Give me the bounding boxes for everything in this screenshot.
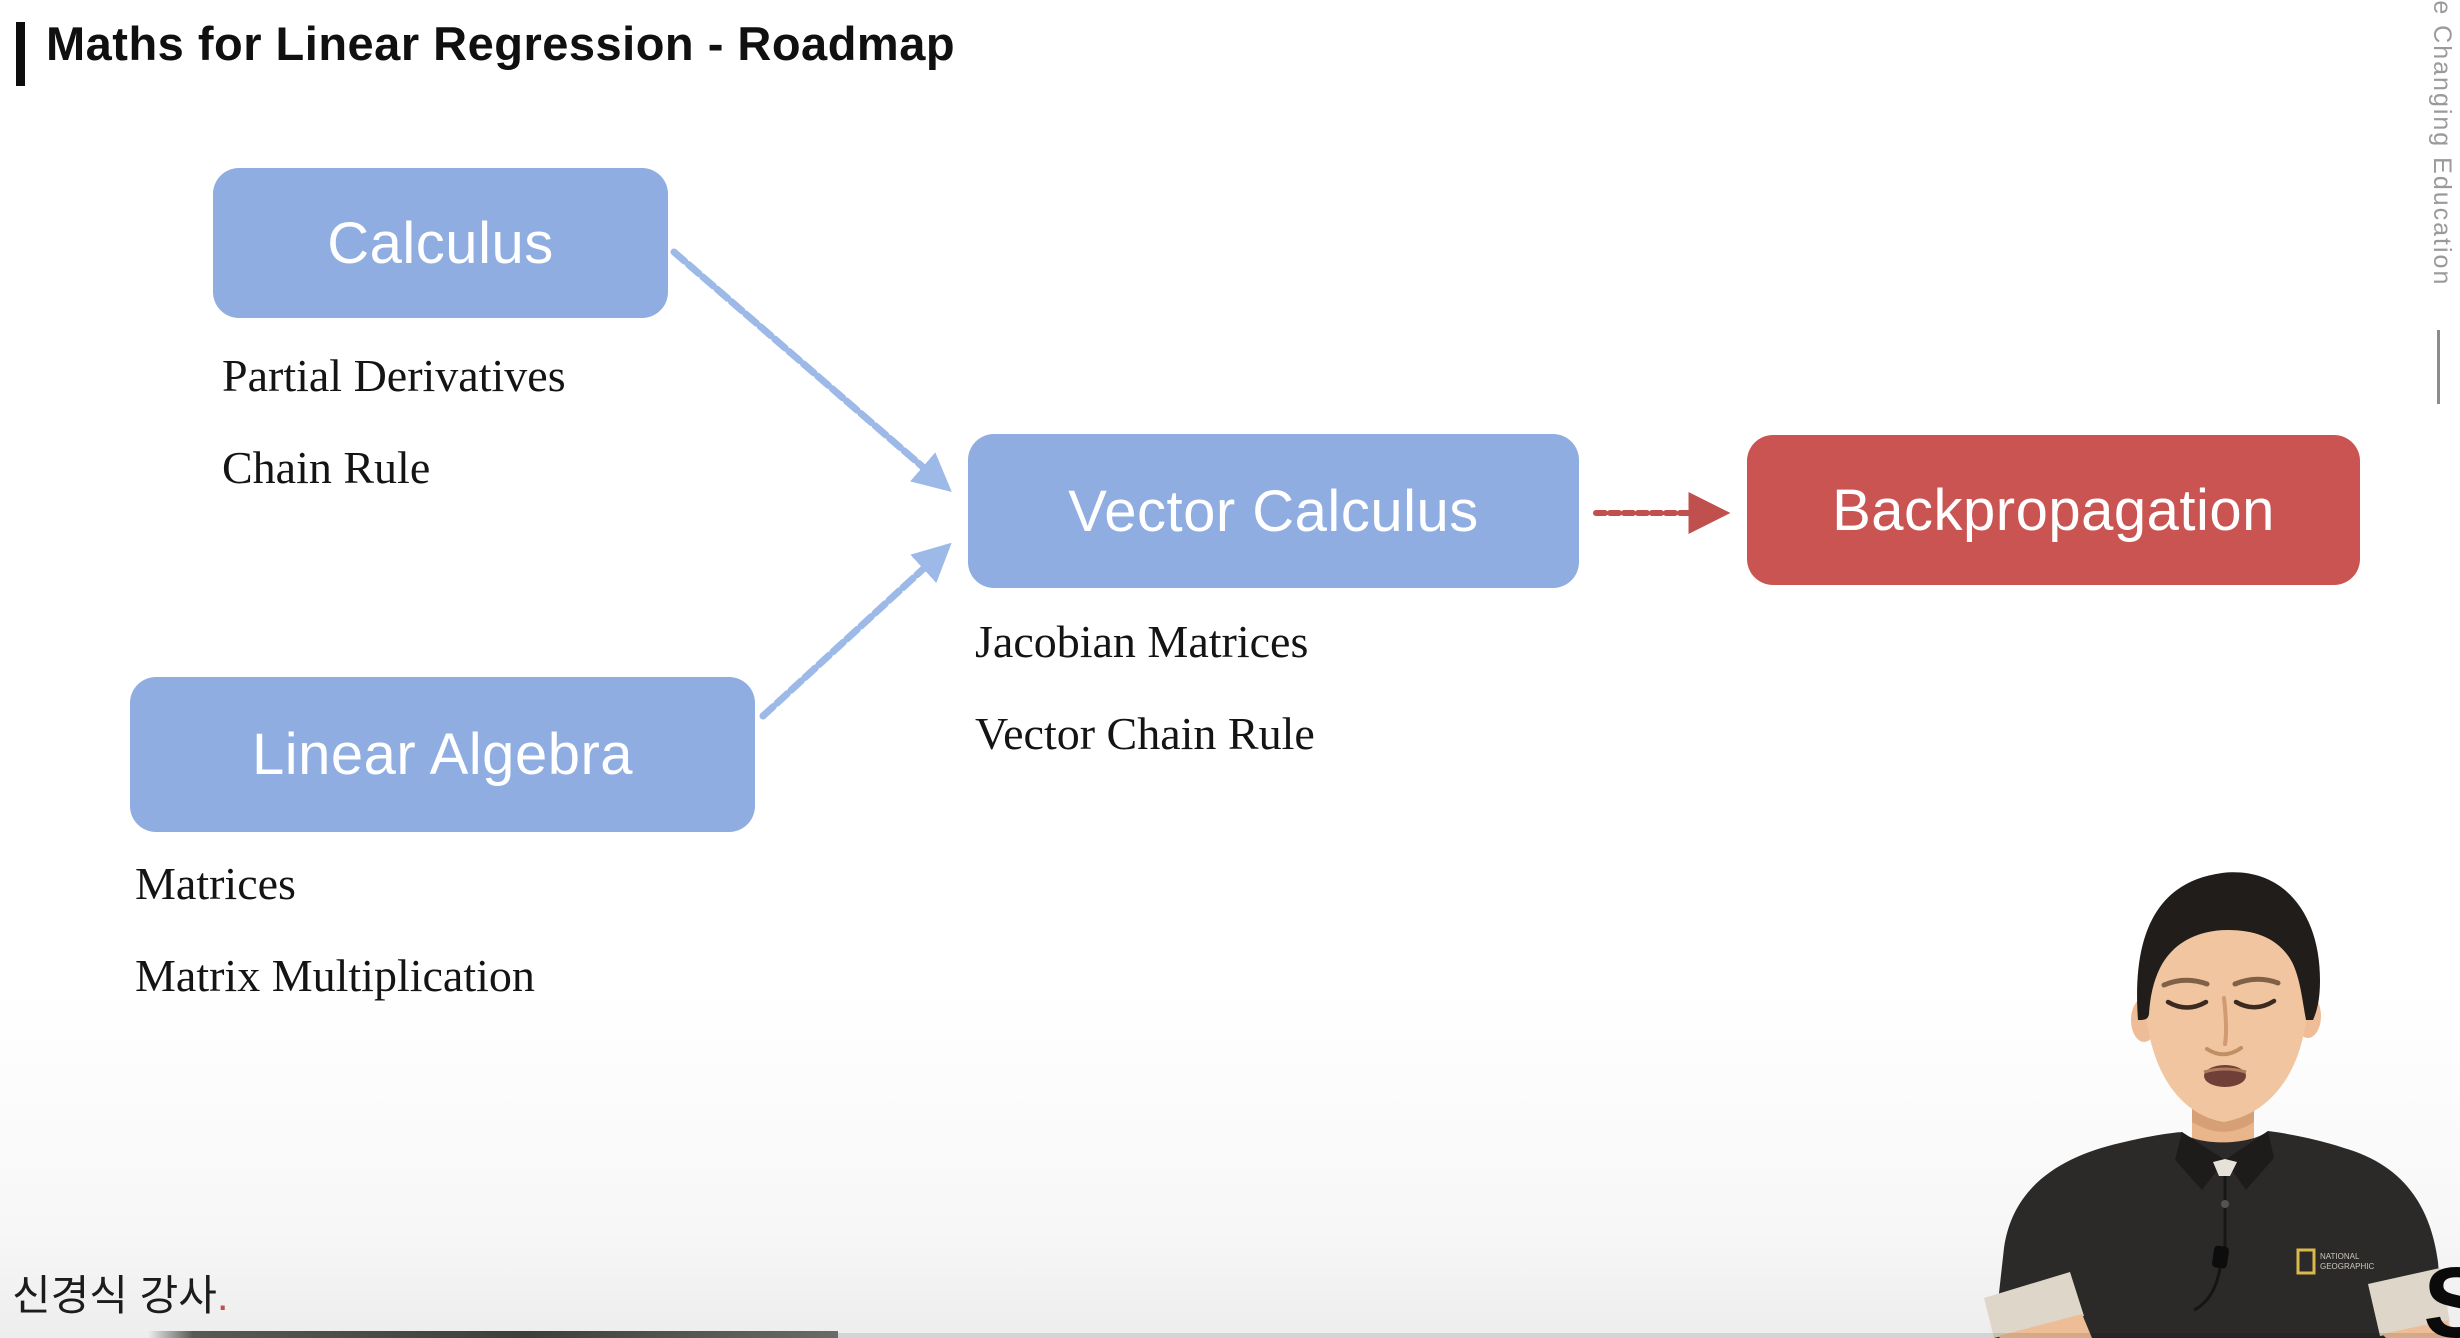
vertical-watermark-dash [2437,330,2440,404]
collar-left [2175,1132,2225,1190]
topic-item: Jacobian Matrices [975,616,1309,667]
topic-item: Vector Chain Rule [975,708,1315,759]
forearm-left [1998,1314,2092,1338]
node-linear-algebra: Linear Algebra [130,677,755,832]
nose-base [2205,1046,2243,1057]
natgeo-logo-frame [2296,1248,2316,1275]
arrow-linear-algebra-to-vector-calculus [759,542,952,720]
shirt-logo-line1: NATIONAL [2320,1252,2360,1261]
microphone [2212,1245,2229,1269]
topic-item: Partial Derivatives [222,350,566,401]
topic-item: Chain Rule [222,442,431,493]
page-title: Maths for Linear Regression - Roadmap [46,17,956,70]
topic-item: Matrices [135,858,296,909]
caption-accent-period: . [216,1272,229,1319]
node-calculus: Calculus [213,168,668,318]
button [2221,1200,2229,1208]
node-vector-calculus: Vector Calculus [968,434,1579,588]
instructor-name: 신경식 강사 [12,1272,217,1319]
forearm-right [2382,1320,2454,1338]
node-backpropagation: Backpropagation [1747,435,2360,585]
vertical-watermark-text: re Changing Education [2428,0,2456,287]
undershirt [2213,1159,2237,1176]
closed-eye-right [2233,998,2277,1010]
bottom-edge-dark-line [148,1331,838,1338]
instructor-caption: 신경식 강사. [12,1262,229,1323]
webcam-instructor: NATIONAL GEOGRAPHIC [1980,848,2460,1338]
node-calculus-label: Calculus [327,210,554,276]
topic-item: Matrix Multiplication [135,950,535,1001]
instructor-figure: NATIONAL GEOGRAPHIC [1984,872,2454,1338]
hair [2137,872,2320,1020]
node-vector-calculus-label: Vector Calculus [1068,478,1479,544]
vector-calculus-topics: Jacobian Matrices Vector Chain Rule [975,596,1315,780]
nose [2222,996,2229,1046]
node-linear-algebra-label: Linear Algebra [251,722,634,787]
collar-right [2225,1131,2274,1190]
node-backpropagation-label: Backpropagation [1832,477,2275,543]
edge-clipped-glyph: S [2423,1247,2460,1338]
eyebrow-right [2232,976,2281,987]
microphone-cable [2193,1267,2222,1312]
upper-lip [2203,1067,2247,1074]
eyebrow-left [2161,977,2210,988]
calculus-topics: Partial Derivatives Chain Rule [222,330,566,514]
title-accent-bar [16,22,25,86]
closed-eye-left [2165,999,2209,1010]
bottom-edge-light-line [838,1333,2460,1338]
polo-shirt [1994,1131,2444,1338]
shirt-logo-line2: GEOGRAPHIC [2320,1262,2374,1271]
arrow-calculus-to-vector-calculus [670,248,952,493]
sleeve-cuff-right [2368,1268,2450,1336]
linear-algebra-topics: Matrices Matrix Multiplication [135,838,535,1022]
